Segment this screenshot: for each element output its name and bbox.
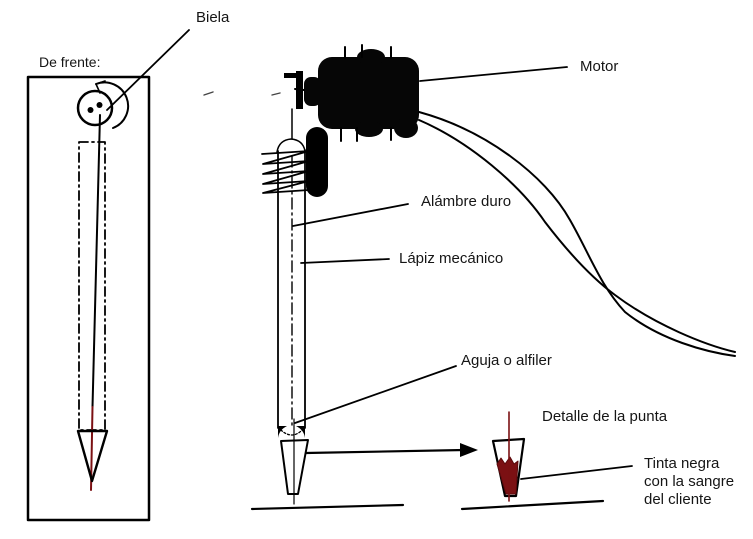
biela-leader-line bbox=[106, 29, 190, 111]
label-aguja-o-alfiler: Aguja o alfiler bbox=[461, 352, 552, 369]
power-cable-wire-1 bbox=[418, 111, 736, 357]
crank-wheel bbox=[76, 89, 114, 127]
stray-mark bbox=[203, 91, 214, 96]
pencil-front-dashdot-body bbox=[78, 141, 106, 431]
front-view-box bbox=[26, 75, 151, 522]
label-tinta-negra: Tinta negra con la sangre del cliente bbox=[644, 455, 734, 509]
stray-mark bbox=[271, 92, 281, 96]
label-de-frente: De frente: bbox=[39, 54, 101, 70]
crank-bracket bbox=[284, 73, 297, 78]
front-tip-triangle bbox=[76, 429, 109, 483]
coil-spring bbox=[261, 150, 310, 194]
label-tinta-line3: del cliente bbox=[644, 491, 712, 508]
crank-axle-dot bbox=[87, 107, 94, 113]
motor-terminals bbox=[294, 44, 392, 142]
lapiz-leader-line bbox=[300, 258, 390, 264]
alambre-leader-line bbox=[292, 203, 409, 227]
label-biela: Biela bbox=[196, 9, 230, 26]
rotation-arrow-head bbox=[95, 80, 106, 94]
label-detalle-punta: Detalle de la punta bbox=[542, 408, 668, 425]
label-tinta-line2: con la sangre bbox=[644, 473, 735, 490]
aguja-leader-line bbox=[294, 365, 457, 424]
pencil-top-dome bbox=[276, 138, 306, 153]
motor-mount-capsule bbox=[306, 127, 328, 197]
skin-surface-left bbox=[250, 503, 405, 511]
label-motor: Motor bbox=[580, 58, 619, 75]
detail-arrow-shaft bbox=[304, 448, 466, 455]
detail-arrow-head bbox=[460, 443, 478, 457]
motor-body bbox=[304, 49, 419, 138]
motor-leader-line bbox=[419, 66, 568, 82]
pencil-bottom-corner-left bbox=[278, 426, 287, 438]
pencil-bottom-corner-right bbox=[296, 426, 305, 438]
label-tinta-line1: Tinta negra bbox=[644, 455, 720, 472]
tinta-leader-line bbox=[520, 465, 633, 480]
connecting-rod-upper bbox=[91, 114, 101, 408]
rotation-arrow-arc bbox=[95, 81, 130, 129]
power-cable-wire-2 bbox=[418, 119, 736, 353]
skin-surface-right bbox=[460, 499, 605, 511]
label-alambre-duro: Alámbre duro bbox=[421, 193, 512, 210]
label-lapiz-mecanico: Lápiz mecánico bbox=[399, 250, 504, 267]
crank-pin-dot bbox=[96, 102, 103, 108]
